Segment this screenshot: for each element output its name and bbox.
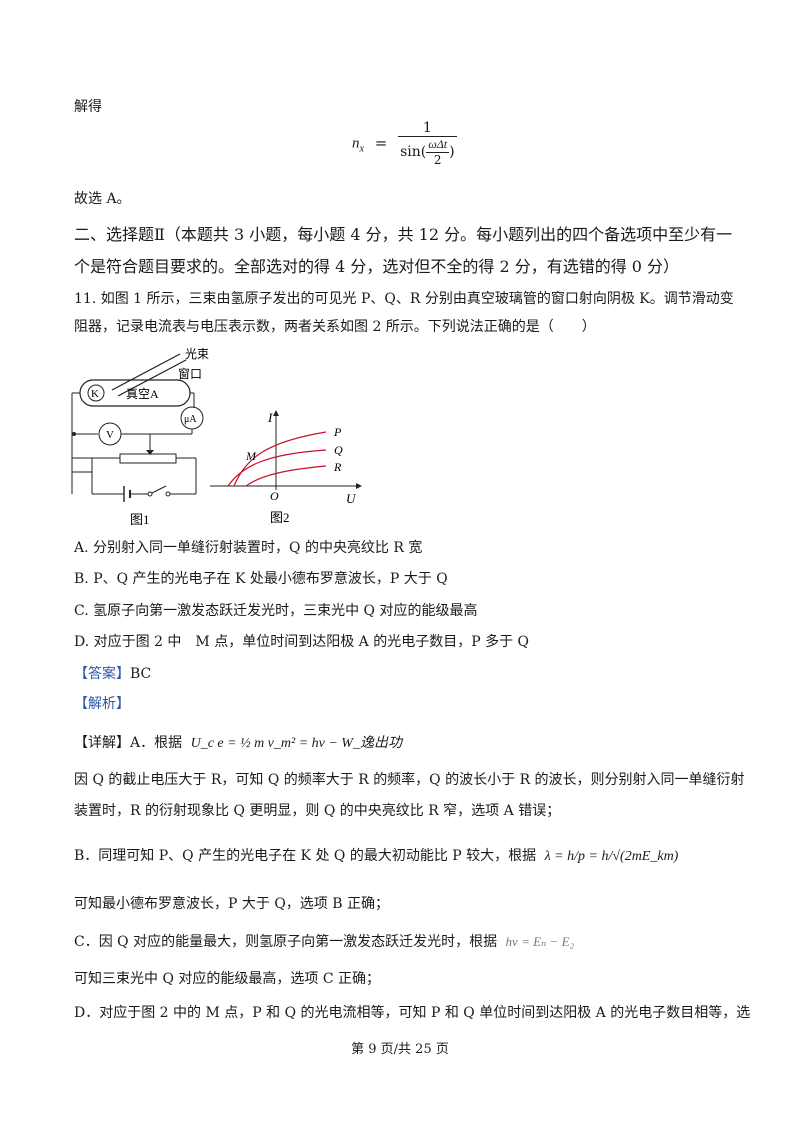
label-tube: 真空A — [126, 387, 159, 401]
explanation-b-line2: 可知最小德布罗意波长，P 大于 Q，选项 B 正确； — [74, 896, 389, 912]
option-d: D. 对应于图 2 中 M 点，单位时间到达阳极 A 的光电子数目，P 多于 Q — [74, 634, 530, 650]
explanation-d-line1: D．对应于图 2 中的 M 点，P 和 Q 的光电流相等，可知 P 和 Q 单位… — [74, 1005, 751, 1021]
answer-value: BC — [130, 666, 152, 682]
section-heading-line2: 个是符合题目要求的。全部选对的得 4 分，选对但不全的得 2 分，有选错的得 0… — [74, 257, 680, 276]
label-o: O — [270, 489, 279, 503]
section-heading-line1: 二、选择题Ⅱ（本题共 3 小题，每小题 4 分，共 12 分。每小题列出的四个备… — [74, 225, 733, 244]
label-m: M — [245, 449, 257, 463]
option-a: A. 分别射入同一单缝衍射装置时，Q 的中央亮纹比 R 宽 — [74, 540, 423, 556]
label-v: V — [106, 429, 114, 441]
figure-2-graph: I U O M P Q R 图2 — [210, 410, 362, 525]
explanation-c-line2: 可知三束光中 Q 对应的能级最高，选项 C 正确； — [74, 971, 380, 987]
option-b: B. P、Q 产生的光电子在 K 处最小德布罗意波长，P 大于 Q — [74, 571, 448, 587]
label-k: K — [91, 388, 99, 400]
answer-tag: 【答案】 — [74, 666, 130, 682]
curve-p — [233, 431, 327, 487]
figure-1-caption: 图1 — [130, 512, 150, 527]
question-11-line1: 11. 如图 1 所示，三束由氢原子发出的可见光 P、Q、R 分别由真空玻璃管的… — [74, 291, 734, 307]
equation-photoelectric: U_c e = ½ m v_m² = hν − W_逸出功 — [190, 736, 402, 751]
rheostat — [119, 453, 177, 464]
detail-tag: 【详解】 — [74, 735, 130, 751]
text-answer-a: 故选 A。 — [74, 191, 131, 207]
page-footer: 第 9 页/共 25 页 — [351, 1042, 449, 1057]
text-jiede: 解得 — [74, 99, 102, 115]
label-window: 窗口 — [178, 367, 202, 381]
label-beam: 光束 — [185, 347, 209, 361]
label-p: P — [333, 425, 342, 439]
explanation-a-line1: 因 Q 的截止电压大于 R，可知 Q 的频率大于 R 的频率，Q 的波长小于 R… — [74, 772, 745, 788]
option-c: C. 氢原子向第一激发态跃迁发光时，三束光中 Q 对应的能级最高 — [74, 603, 478, 619]
light-beam-line — [111, 353, 181, 391]
question-11-line2: 阻器，记录电流表与电压表示数，两者关系如图 2 所示。下列说法正确的是（ ） — [74, 319, 596, 335]
curve-q — [227, 449, 327, 487]
label-i: I — [267, 410, 273, 425]
cathode-k — [87, 384, 105, 402]
curve-r — [245, 465, 327, 487]
figure-1-circuit: 光束 窗口 K 真空A μA V 图1 — [71, 347, 209, 527]
explanation-c-line1: C．因 Q 对应的能量最大，则氢原子向第一激发态跃迁发光时，根据 hν = Eₙ… — [74, 934, 575, 950]
explanation-b-line1: B．同理可知 P、Q 产生的光电子在 K 处 Q 的最大初动能比 P 较大，根据… — [74, 848, 679, 864]
label-u: U — [346, 491, 357, 506]
analysis-tag: 【解析】 — [74, 696, 130, 712]
answer-line: 【答案】BC — [74, 664, 151, 684]
equation-de-broglie: λ = h/p = h/√(2mE_km) — [544, 849, 679, 864]
explanation-a-line2: 装置时，R 的衍射现象比 Q 更明显，则 Q 的中央亮纹比 R 窄，选项 A 错… — [74, 803, 561, 819]
figure-2-caption: 图2 — [270, 510, 290, 525]
label-q: Q — [334, 443, 343, 457]
equation-energy-level: hν = Eₙ − E₂ — [505, 934, 575, 949]
label-r: R — [333, 460, 342, 474]
light-beam-line — [117, 359, 187, 397]
label-ua: μA — [184, 414, 197, 425]
detail-a-line: 【详解】A．根据 U_c e = ½ m v_m² = hν − W_逸出功 — [74, 735, 402, 751]
